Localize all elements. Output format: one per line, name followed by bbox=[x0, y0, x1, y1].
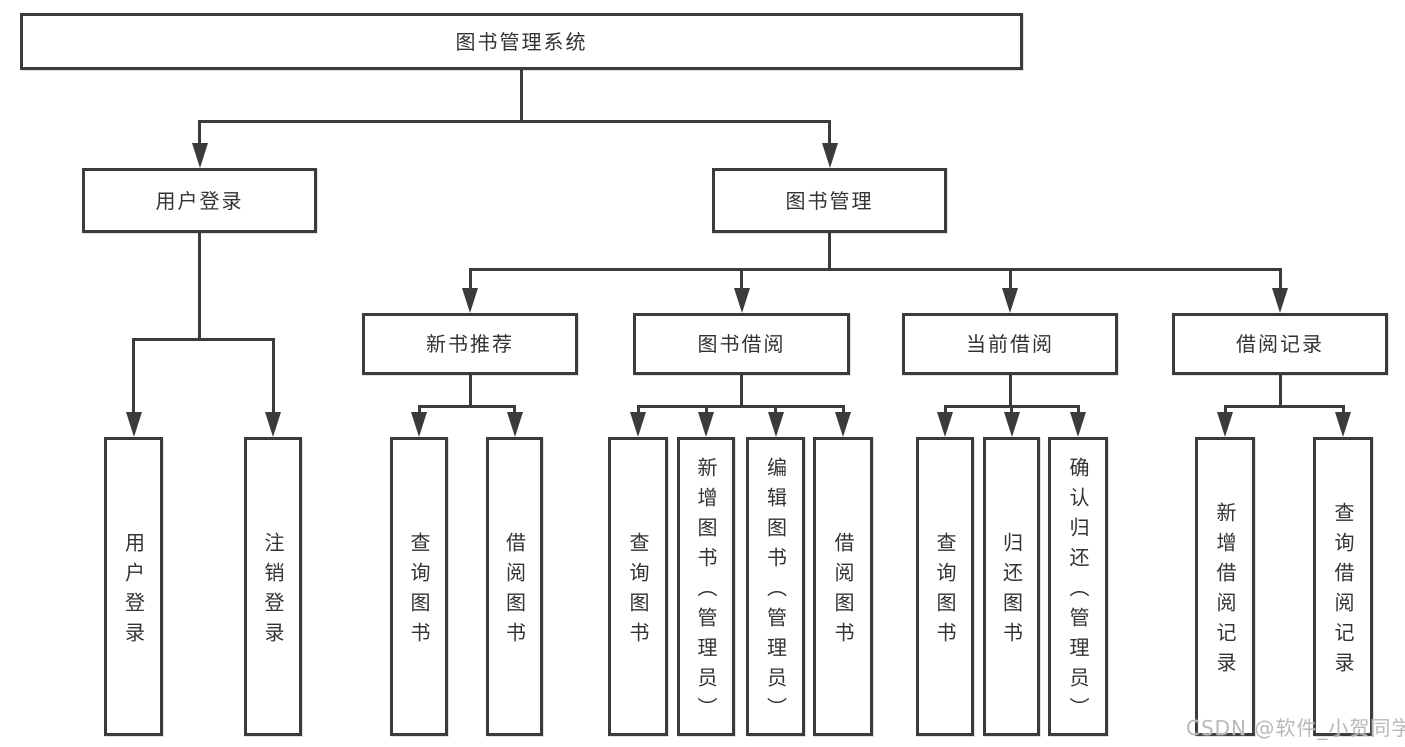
node-leaf-query-book-1: 查询图书 bbox=[390, 437, 448, 736]
node-leaf-borrow-book-2: 借阅图书 bbox=[813, 437, 873, 736]
arrow-down-icon bbox=[821, 143, 838, 168]
connector-drop bbox=[1278, 268, 1282, 290]
connector-drop bbox=[417, 405, 421, 414]
node-borrow-records: 借阅记录 bbox=[1172, 313, 1388, 375]
node-leaf-query-book-3: 查询图书 bbox=[916, 437, 974, 736]
node-leaf-user-login: 用户登录 bbox=[104, 437, 163, 736]
node-label: 图书管理系统 bbox=[455, 29, 588, 54]
arrow-down-icon bbox=[835, 412, 851, 437]
connector-drop bbox=[1008, 268, 1012, 290]
node-user-login: 用户登录 bbox=[82, 168, 317, 233]
connector-drop bbox=[1076, 405, 1080, 414]
node-leaf-query-borrow-record: 查询借阅记录 bbox=[1313, 437, 1373, 736]
connector-bar bbox=[636, 405, 845, 408]
node-label: 借阅图书 bbox=[502, 531, 527, 652]
connector-drop bbox=[198, 120, 201, 145]
node-label: 用户登录 bbox=[121, 531, 146, 652]
arrow-down-icon bbox=[1335, 412, 1351, 437]
connector-bar bbox=[417, 405, 516, 408]
connector-drop bbox=[943, 405, 947, 414]
connector-bar bbox=[198, 120, 831, 123]
arrow-down-icon bbox=[265, 412, 281, 437]
connector-drop bbox=[468, 268, 472, 290]
connector-stem bbox=[468, 374, 472, 408]
node-label: 新书推荐 bbox=[426, 332, 514, 356]
arrow-down-icon bbox=[698, 412, 714, 437]
node-label: 当前借阅 bbox=[966, 332, 1054, 356]
node-leaf-return-book: 归还图书 bbox=[983, 437, 1040, 736]
connector-stem bbox=[1278, 374, 1282, 408]
connector-bar bbox=[1223, 405, 1345, 408]
node-label: 查询图书 bbox=[407, 531, 431, 652]
connector-bar bbox=[468, 268, 1282, 271]
node-label: 新增借阅记录 bbox=[1213, 501, 1237, 682]
connector-stem bbox=[520, 69, 523, 123]
node-leaf-query-book-2: 查询图书 bbox=[608, 437, 668, 736]
arrow-down-icon bbox=[630, 412, 646, 437]
connector-stem bbox=[828, 232, 831, 271]
arrow-down-icon bbox=[1070, 412, 1086, 437]
node-label: 借阅图书 bbox=[831, 531, 855, 652]
connector-stem bbox=[740, 374, 743, 408]
node-book-borrow: 图书借阅 bbox=[633, 313, 850, 375]
connector-drop bbox=[828, 120, 831, 145]
node-label: 归还图书 bbox=[999, 531, 1024, 652]
node-label: 查询图书 bbox=[626, 531, 650, 652]
arrow-down-icon bbox=[937, 412, 953, 437]
arrow-down-icon bbox=[767, 412, 784, 437]
csdn-watermark: CSDN @软件_小贺同学 bbox=[1186, 716, 1405, 740]
node-leaf-add-book: 新增图书（管理员） bbox=[677, 437, 735, 736]
connector-drop bbox=[1341, 405, 1345, 414]
connector-stem bbox=[198, 232, 201, 341]
node-leaf-edit-book: 编辑图书（管理员） bbox=[746, 437, 805, 736]
connector-drop bbox=[271, 338, 275, 414]
arrow-down-icon bbox=[733, 288, 750, 313]
arrow-down-icon bbox=[411, 412, 427, 437]
arrow-down-icon bbox=[191, 143, 208, 168]
node-root: 图书管理系统 bbox=[20, 13, 1023, 70]
arrow-down-icon bbox=[1003, 412, 1020, 437]
connector-drop bbox=[1223, 405, 1227, 414]
arrow-down-icon bbox=[1217, 412, 1233, 437]
node-label: 查询图书 bbox=[933, 531, 957, 652]
node-leaf-add-borrow-record: 新增借阅记录 bbox=[1195, 437, 1255, 736]
node-current-borrow: 当前借阅 bbox=[902, 313, 1118, 375]
connector-drop bbox=[841, 405, 845, 414]
node-label: 图书管理 bbox=[785, 188, 874, 213]
node-label: 注销登录 bbox=[261, 531, 285, 652]
node-label: 借阅记录 bbox=[1236, 332, 1324, 356]
node-leaf-borrow-book-1: 借阅图书 bbox=[486, 437, 543, 736]
connector-drop bbox=[1010, 405, 1013, 414]
node-label: 查询借阅记录 bbox=[1331, 501, 1355, 682]
node-label: 用户登录 bbox=[155, 188, 244, 213]
node-book-mgmt: 图书管理 bbox=[712, 168, 947, 233]
connector-drop bbox=[774, 405, 777, 414]
node-label: 图书借阅 bbox=[697, 332, 786, 356]
connector-stem bbox=[1008, 374, 1012, 408]
node-label: 确认归还（管理员） bbox=[1066, 456, 1090, 727]
node-new-book-rec: 新书推荐 bbox=[362, 313, 578, 375]
arrow-down-icon bbox=[125, 412, 142, 437]
node-label: 新增图书（管理员） bbox=[694, 456, 718, 727]
connector-drop bbox=[704, 405, 708, 414]
connector-drop bbox=[740, 268, 743, 290]
connector-drop bbox=[513, 405, 516, 414]
connector-bar bbox=[132, 338, 275, 341]
arrow-down-icon bbox=[1002, 288, 1018, 313]
arrow-down-icon bbox=[1272, 288, 1288, 313]
connector-drop bbox=[132, 338, 135, 414]
node-leaf-logout: 注销登录 bbox=[244, 437, 302, 736]
arrow-down-icon bbox=[462, 288, 478, 313]
node-leaf-confirm-return: 确认归还（管理员） bbox=[1048, 437, 1108, 736]
node-label: 编辑图书（管理员） bbox=[763, 456, 788, 727]
connector-drop bbox=[636, 405, 640, 414]
arrow-down-icon bbox=[506, 412, 523, 437]
